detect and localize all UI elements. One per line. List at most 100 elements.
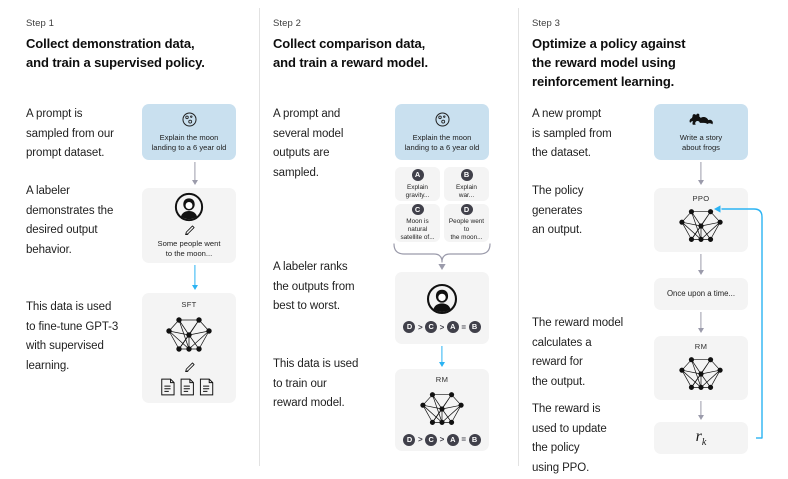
column-divider-1 bbox=[259, 8, 260, 466]
neural-network-icon bbox=[679, 208, 723, 242]
step-2-labeler-ranking: D > C > A = B bbox=[403, 321, 481, 333]
step-2-title-line-2: and train a reward model. bbox=[273, 55, 428, 70]
step-2-title: Collect comparison data, and train a rew… bbox=[273, 34, 508, 72]
step-1-sft-tag: SFT bbox=[181, 300, 197, 309]
rm-rank-badge-2: C bbox=[425, 433, 438, 446]
step-3-prompt-caption: Write a story about frogs bbox=[679, 132, 723, 152]
step-2-prompt-caption: Explain the moon landing to a 6 year old bbox=[404, 133, 480, 152]
pencil-icon bbox=[184, 225, 195, 235]
neural-network-icon bbox=[679, 356, 723, 390]
labeler-avatar-icon bbox=[426, 283, 458, 315]
step-1-title-line-2: and train a supervised policy. bbox=[26, 55, 205, 70]
step-3-ppo-box[interactable]: PPO bbox=[654, 188, 748, 252]
rank-op-3: = bbox=[461, 322, 466, 332]
step-1-paragraph-2: A labeler demonstrates the desired outpu… bbox=[26, 185, 114, 256]
step-1-prompt-caption: Explain the moon landing to a 6 year old bbox=[151, 133, 227, 152]
option-badge-b: B bbox=[460, 168, 473, 181]
step-1-labeler-box[interactable]: Some people went to the moon... bbox=[142, 188, 236, 263]
step-3-arrow-ppo-to-output bbox=[695, 254, 707, 276]
rm-rank-op-2: > bbox=[439, 435, 445, 444]
step-2-rm-tag: RM bbox=[435, 374, 449, 384]
step-3-prompt-box[interactable]: Write a story about frogs bbox=[654, 104, 748, 160]
rank-badge-2: C bbox=[425, 321, 438, 333]
step-1-column: Step 1 Collect demonstration data, and t… bbox=[0, 0, 259, 479]
step-3-title-line-3: reinforcement learning. bbox=[532, 74, 675, 89]
step-3-ppo-tag: PPO bbox=[692, 193, 710, 203]
step-2-prompt-box[interactable]: Explain the moon landing to a 6 year old bbox=[395, 104, 489, 160]
step-3-title: Optimize a policy against the reward mod… bbox=[532, 34, 782, 91]
step-2-paragraph-1: A prompt and several model outputs are s… bbox=[273, 108, 344, 179]
step-2-paragraph-2: A labeler ranks the outputs from best to… bbox=[273, 261, 355, 312]
step-3-paragraph-3: The reward model calculates a reward for… bbox=[532, 317, 624, 388]
rank-op-1: > bbox=[417, 322, 423, 332]
step-3-column: Step 3 Optimize a policy against the rew… bbox=[518, 0, 788, 479]
step-3-reward-value: rk bbox=[696, 428, 707, 448]
option-text-a: Explain gravity... bbox=[405, 183, 430, 199]
step-3-arrow-prompt-to-ppo bbox=[695, 162, 707, 186]
step-1-paragraph-1: A prompt is sampled from our prompt data… bbox=[26, 108, 114, 159]
labeler-avatar-icon bbox=[174, 192, 204, 222]
step-1-arrow-labeler-to-sft bbox=[189, 265, 201, 291]
step-3-paragraph-4: The reward is used to update the policy … bbox=[532, 403, 607, 474]
step-3-arrow-output-to-rm bbox=[695, 312, 707, 334]
step-1-labeler-caption: Some people went to the moon... bbox=[157, 239, 221, 258]
step-3-title-line-1: Optimize a policy against bbox=[532, 36, 686, 51]
documents-icon bbox=[161, 378, 214, 396]
step-3-reward-box[interactable]: rk bbox=[654, 422, 748, 454]
step-1-title-line-1: Collect demonstration data, bbox=[26, 36, 195, 51]
step-1-sft-box[interactable]: SFT bbox=[142, 293, 236, 403]
rank-op-2: > bbox=[439, 322, 445, 332]
option-text-b: Explain war... bbox=[456, 183, 477, 199]
step-3-paragraph-1: A new prompt is sampled from the dataset… bbox=[532, 108, 612, 159]
step-2-paragraph-3: This data is used to train our reward mo… bbox=[273, 358, 359, 409]
step-2-label: Step 2 bbox=[273, 18, 302, 29]
step-1-arrow-prompt-to-labeler bbox=[189, 162, 201, 186]
frog-icon bbox=[689, 113, 713, 125]
option-text-c: Moon is natural satellite of... bbox=[400, 218, 435, 241]
step-3-title-line-2: the reward model using bbox=[532, 55, 676, 70]
rm-rank-op-1: > bbox=[417, 435, 423, 444]
step-3-label: Step 3 bbox=[532, 18, 561, 29]
step-2-merge-brace bbox=[390, 243, 494, 271]
step-2-output-c[interactable]: C Moon is natural satellite of... bbox=[395, 204, 440, 242]
step-2-rm-box[interactable]: RM D > C bbox=[395, 369, 489, 451]
rank-badge-1: D bbox=[403, 321, 416, 333]
rm-rank-badge-4: B bbox=[468, 433, 481, 446]
step-2-output-a[interactable]: A Explain gravity... bbox=[395, 167, 440, 201]
pencil-icon bbox=[184, 362, 195, 372]
rm-rank-badge-3: A bbox=[446, 433, 459, 446]
step-3-paragraph-2: The policy generates an output. bbox=[532, 185, 584, 236]
reward-subscript: k bbox=[701, 437, 707, 449]
step-3-output-text: Once upon a time... bbox=[666, 289, 736, 298]
step-2-title-line-1: Collect comparison data, bbox=[273, 36, 426, 51]
option-badge-a: A bbox=[411, 168, 424, 181]
rank-badge-4: B bbox=[468, 321, 481, 333]
column-divider-2 bbox=[518, 8, 519, 466]
ppo-feedback-loop bbox=[700, 195, 770, 450]
option-badge-d: D bbox=[460, 204, 473, 215]
step-1-label: Step 1 bbox=[26, 18, 55, 29]
step-2-rm-ranking: D > C > A = B bbox=[403, 433, 481, 446]
rm-rank-op-3: = bbox=[461, 435, 466, 444]
step-3-rm-tag: RM bbox=[694, 341, 708, 351]
step-3-arrow-rm-to-reward bbox=[695, 401, 707, 421]
step-3-rm-box[interactable]: RM bbox=[654, 336, 748, 400]
step-2-output-d[interactable]: D People went to the moon... bbox=[444, 204, 489, 242]
step-2-arrow-labeler-to-rm bbox=[436, 346, 448, 368]
step-1-title: Collect demonstration data, and train a … bbox=[26, 34, 256, 72]
moon-icon bbox=[181, 112, 197, 127]
step-1-prompt-box[interactable]: Explain the moon landing to a 6 year old bbox=[142, 104, 236, 160]
reward-symbol: r bbox=[695, 427, 702, 445]
step-2-labeler-box[interactable]: D > C > A = B bbox=[395, 272, 489, 344]
step-2-output-b[interactable]: B Explain war... bbox=[444, 167, 489, 201]
neural-network-icon bbox=[420, 391, 464, 425]
step-2-column: Step 2 Collect comparison data, and trai… bbox=[259, 0, 518, 479]
moon-icon bbox=[434, 112, 450, 127]
rm-rank-badge-1: D bbox=[403, 433, 416, 446]
step-3-output-box[interactable]: Once upon a time... bbox=[654, 278, 748, 310]
neural-network-icon bbox=[166, 317, 212, 352]
option-text-d: People went to the moon... bbox=[448, 218, 485, 241]
rank-badge-3: A bbox=[446, 321, 459, 333]
step-1-paragraph-3: This data is used to fine-tune GPT-3 wit… bbox=[26, 301, 119, 372]
